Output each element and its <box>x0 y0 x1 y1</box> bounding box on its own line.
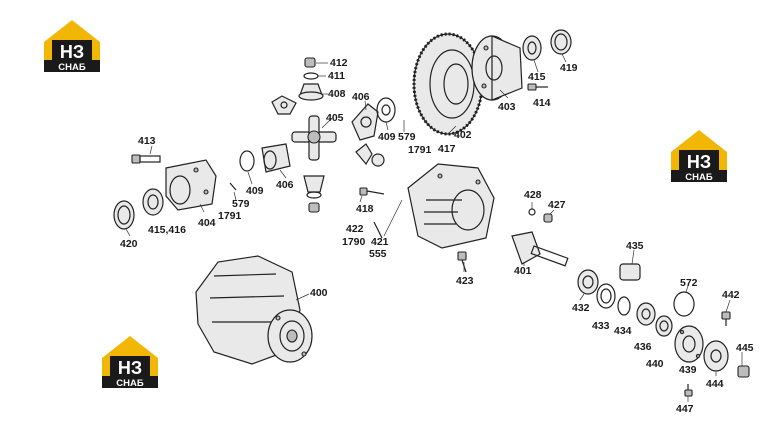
label-579-left: 579 <box>232 198 250 210</box>
part-572-o-ring <box>673 291 695 317</box>
label-447: 447 <box>676 403 694 415</box>
part-418-bolt <box>359 187 385 196</box>
label-434: 434 <box>614 325 632 337</box>
part-432-bearing <box>577 269 599 295</box>
label-427: 427 <box>548 199 566 211</box>
logo-bottom-left: НЗ СНАБ <box>102 336 158 389</box>
label-406-upper: 406 <box>352 91 370 103</box>
logo-caption: СНАБ <box>58 62 86 73</box>
logo-caption: СНАБ <box>116 378 144 389</box>
label-408: 408 <box>328 88 346 100</box>
label-411: 411 <box>328 70 345 82</box>
part-412-nut <box>304 57 316 68</box>
logo-caption: СНАБ <box>685 172 713 183</box>
part-419-bearing-cup-upper <box>550 29 572 55</box>
part-444-companion-flange <box>703 340 729 372</box>
label-403: 403 <box>498 101 516 113</box>
label-436: 436 <box>634 341 652 353</box>
label-417: 417 <box>438 143 456 155</box>
label-414: 414 <box>533 97 551 109</box>
label-419: 419 <box>560 62 578 74</box>
part-405-spider-cross <box>291 115 337 161</box>
part-409-thrust-washer-left <box>239 150 255 172</box>
part-403-differential-case <box>471 35 523 101</box>
part-side-pinion-lower <box>355 143 385 167</box>
label-428: 428 <box>524 189 542 201</box>
label-579-upper: 579 <box>398 131 416 143</box>
part-421-stud <box>373 221 383 239</box>
label-444: 444 <box>706 378 724 390</box>
label-1790: 1790 <box>342 236 366 248</box>
part-417-carrier-housing <box>407 163 495 249</box>
label-432: 432 <box>572 302 590 314</box>
part-420-bearing-cup-left <box>113 200 135 230</box>
label-413: 413 <box>138 135 156 147</box>
part-447-bolt <box>684 384 693 397</box>
label-1791-upper: 1791 <box>408 144 432 156</box>
label-405: 405 <box>326 112 344 124</box>
label-406-left: 406 <box>276 179 294 191</box>
logo-top-left: НЗ СНАБ <box>44 20 100 73</box>
label-440: 440 <box>646 358 664 370</box>
label-401: 401 <box>514 265 532 277</box>
label-420: 420 <box>120 238 138 250</box>
part-442-bolt <box>721 311 731 326</box>
part-435-spacer <box>619 263 641 281</box>
part-404-differential-case-left <box>165 159 217 211</box>
part-400-final-drive-assembly <box>195 255 313 365</box>
label-1791-left: 1791 <box>218 210 242 222</box>
label-418: 418 <box>356 203 374 215</box>
logo-mark: НЗ <box>687 152 711 172</box>
label-442: 442 <box>722 289 740 301</box>
label-415-416: 415,416 <box>148 224 186 236</box>
part-411-washer <box>303 72 319 80</box>
logo-mark: НЗ <box>118 358 142 378</box>
label-409-upper: 409 <box>378 131 396 143</box>
part-433-bearing-cup <box>596 283 616 309</box>
part-413-bolt <box>131 154 161 164</box>
label-409-left: 409 <box>246 185 264 197</box>
part-402-ring-gear <box>412 32 484 136</box>
label-422: 422 <box>346 223 364 235</box>
part-445-nut <box>737 365 750 378</box>
logo-mark: НЗ <box>60 42 84 62</box>
label-400: 400 <box>310 287 328 299</box>
leader-lines <box>125 53 743 402</box>
label-572: 572 <box>680 277 698 289</box>
part-415-416-bearing-left <box>142 188 164 216</box>
part-lower-side-gear <box>303 175 325 213</box>
label-555: 555 <box>369 248 387 260</box>
part-401-drive-pinion <box>511 231 569 267</box>
part-406-spider-gear-upper <box>351 103 379 141</box>
label-421: 421 <box>371 236 389 248</box>
part-409-thrust-washer-upper <box>376 97 396 123</box>
label-445: 445 <box>736 342 754 354</box>
part-408-side-gear <box>298 83 324 101</box>
logo-right: НЗ СНАБ <box>671 130 727 183</box>
part-pinion-gear-left <box>271 95 297 115</box>
label-423: 423 <box>456 275 474 287</box>
part-415-bearing-upper <box>522 35 542 61</box>
part-439-bearing-retainer <box>674 325 704 363</box>
part-436-bearing-outer <box>636 302 656 326</box>
part-440-seal <box>655 315 673 337</box>
part-406-side-gear-left <box>261 143 291 173</box>
label-415-upper: 415 <box>528 71 546 83</box>
part-434-shim <box>617 296 631 316</box>
label-439: 439 <box>679 364 697 376</box>
part-number-labels: 412 411 408 406 405 409 579 1791 402 417… <box>120 57 754 415</box>
label-402: 402 <box>454 129 472 141</box>
label-412: 412 <box>330 57 348 69</box>
part-414-bolt <box>527 83 548 91</box>
label-433: 433 <box>592 320 610 332</box>
label-435: 435 <box>626 240 644 252</box>
part-423-bolt <box>457 251 467 273</box>
label-404: 404 <box>198 217 216 229</box>
part-579-pin-left <box>229 182 237 191</box>
